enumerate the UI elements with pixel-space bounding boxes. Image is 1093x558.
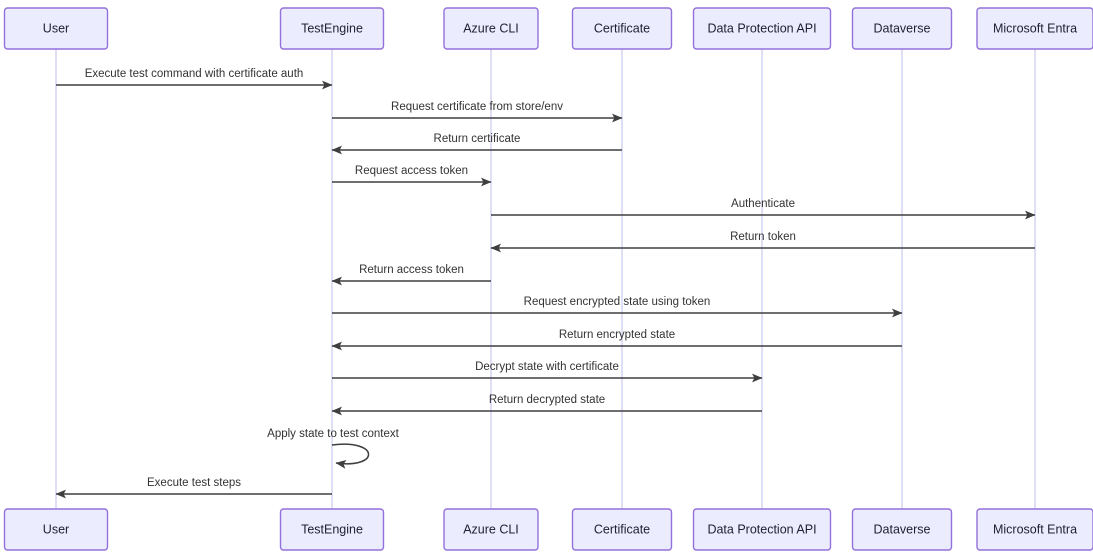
participant-top-azurecli[interactable]: Azure CLI	[443, 7, 539, 50]
message-label-9: Return encrypted state	[559, 329, 675, 341]
message-label-8: Request encrypted state using token	[524, 296, 711, 308]
participant-label-azurecli: Azure CLI	[463, 21, 519, 35]
participant-bottom-entra[interactable]: Microsoft Entra	[976, 508, 1093, 551]
participant-box-testengine	[279, 508, 385, 551]
message-7-azurecli-to-testengine: Return access token	[331, 264, 491, 286]
participant-top-certificate[interactable]: Certificate	[571, 7, 673, 50]
message-13-testengine-to-user: Execute test steps	[55, 477, 332, 499]
message-2-testengine-to-certificate: Request certificate from store/env	[332, 101, 623, 123]
message-10-testengine-to-dpapi: Decrypt state with certificate	[332, 361, 763, 383]
participant-label-dpapi: Data Protection API	[707, 522, 816, 536]
participant-label-dataverse: Dataverse	[874, 21, 931, 35]
participant-box-azurecli	[443, 508, 539, 551]
participant-box-testengine	[279, 7, 385, 50]
participant-bottom-azurecli[interactable]: Azure CLI	[443, 508, 539, 551]
message-label-1: Execute test command with certificate au…	[85, 68, 304, 80]
message-5-azurecli-to-entra: Authenticate	[491, 198, 1036, 220]
participant-box-certificate	[571, 508, 673, 551]
lifelines-layer	[55, 49, 1036, 509]
participant-top-testengine[interactable]: TestEngine	[279, 7, 385, 50]
participant-label-testengine: TestEngine	[301, 522, 363, 536]
message-8-testengine-to-dataverse: Request encrypted state using token	[332, 296, 903, 318]
actors-top-layer: User TestEngine Azure CLI Certificate Data P…	[3, 7, 1093, 50]
participant-box-azurecli	[443, 7, 539, 50]
message-4-testengine-to-azurecli: Request access token	[332, 165, 492, 187]
participant-label-entra: Microsoft Entra	[993, 21, 1077, 35]
participant-label-azurecli: Azure CLI	[463, 522, 519, 536]
participant-box-user	[3, 7, 109, 50]
message-label-4: Request access token	[355, 165, 468, 177]
participant-bottom-dataverse[interactable]: Dataverse	[851, 508, 953, 551]
participant-bottom-dpapi[interactable]: Data Protection API	[692, 508, 832, 551]
message-label-13: Execute test steps	[147, 477, 241, 489]
message-label-3: Return certificate	[434, 133, 521, 145]
participant-label-dataverse: Dataverse	[874, 522, 931, 536]
participant-label-user: User	[43, 522, 69, 536]
participant-label-certificate: Certificate	[594, 21, 650, 35]
message-11-dpapi-to-testengine: Return decrypted state	[331, 394, 762, 416]
participant-box-dataverse	[851, 7, 953, 50]
participant-box-entra	[976, 508, 1093, 551]
message-label-7: Return access token	[359, 264, 464, 276]
message-label-10: Decrypt state with certificate	[475, 361, 619, 373]
message-label-11: Return decrypted state	[489, 394, 605, 406]
participant-box-user	[3, 508, 109, 551]
message-6-entra-to-azurecli: Return token	[490, 231, 1035, 253]
participant-bottom-testengine[interactable]: TestEngine	[279, 508, 385, 551]
participant-label-dpapi: Data Protection API	[707, 21, 816, 35]
message-1-user-to-testengine: Execute test command with certificate au…	[56, 68, 333, 90]
message-3-certificate-to-testengine: Return certificate	[331, 133, 622, 155]
participant-bottom-user[interactable]: User	[3, 508, 109, 551]
message-label-2: Request certificate from store/env	[391, 101, 563, 113]
participant-top-dataverse[interactable]: Dataverse	[851, 7, 953, 50]
message-9-dataverse-to-testengine: Return encrypted state	[331, 329, 902, 351]
message-12-testengine-to-testengine: Apply state to test context	[267, 428, 400, 469]
participant-top-entra[interactable]: Microsoft Entra	[976, 7, 1093, 50]
participant-top-user[interactable]: User	[3, 7, 109, 50]
participant-box-dataverse	[851, 508, 953, 551]
participant-label-testengine: TestEngine	[301, 21, 363, 35]
messages-layer: Execute test command with certificate au…	[55, 68, 1036, 499]
participant-box-dpapi	[692, 7, 832, 50]
actors-bottom-layer: User TestEngine Azure CLI Certificate Data P…	[3, 508, 1093, 551]
participant-label-entra: Microsoft Entra	[993, 522, 1077, 536]
participant-box-entra	[976, 7, 1093, 50]
message-label-12: Apply state to test context	[267, 428, 399, 440]
participant-box-certificate	[571, 7, 673, 50]
participant-label-certificate: Certificate	[594, 522, 650, 536]
message-label-6: Return token	[730, 231, 796, 243]
participant-label-user: User	[43, 21, 69, 35]
participant-top-dpapi[interactable]: Data Protection API	[692, 7, 832, 50]
message-label-5: Authenticate	[731, 198, 795, 210]
participant-box-dpapi	[692, 508, 832, 551]
message-self-loop-12	[331, 443, 370, 469]
participant-bottom-certificate[interactable]: Certificate	[571, 508, 673, 551]
